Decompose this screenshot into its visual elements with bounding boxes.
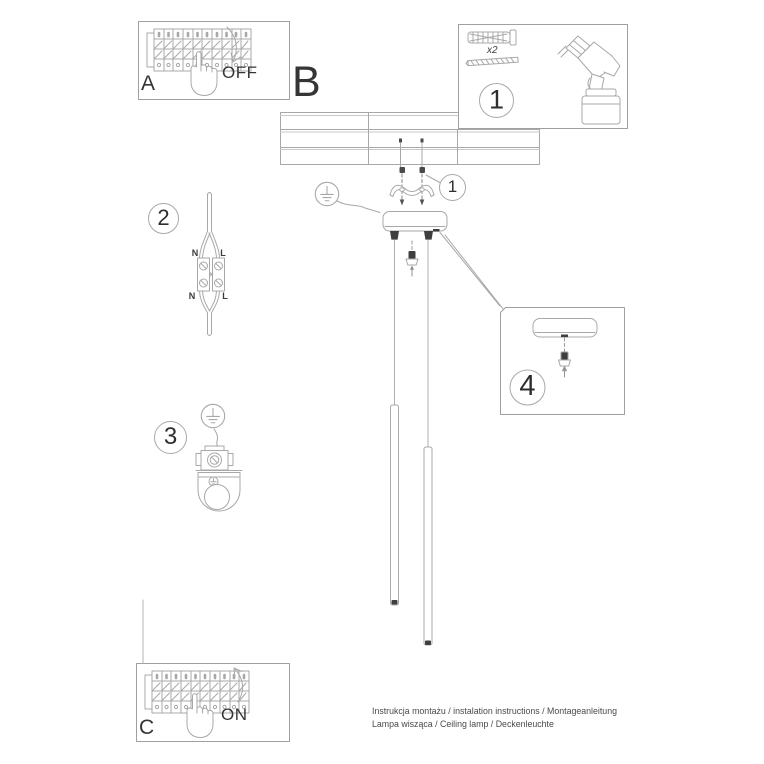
step4-circle [509, 369, 546, 406]
step3-number: 3 [163, 422, 178, 450]
arrow-up-icon [233, 667, 244, 703]
panel-a-action-off: OFF [222, 63, 258, 82]
panel-step1 [458, 24, 628, 129]
callout-circle [439, 174, 466, 201]
step1-quantity: x2 [487, 45, 498, 56]
wire-label-top-n: N [191, 248, 199, 258]
panel-c [136, 663, 290, 742]
tube-left-tip [391, 600, 398, 605]
step1-circle [479, 83, 514, 118]
tube-left [390, 404, 399, 606]
panel-c-label: C [139, 716, 155, 739]
canopy [382, 211, 448, 240]
cord-grip-left [390, 231, 399, 240]
step2-circle [148, 203, 179, 234]
wire-label-bottom-l: L [222, 291, 228, 301]
footer-line2: Lampa wisząca / Ceiling lamp / Deckenleu… [372, 719, 554, 730]
callout-step1 [425, 174, 466, 201]
pilot-hole-left [399, 138, 402, 143]
cable-grip-housing [195, 470, 243, 512]
screw [465, 56, 519, 67]
leader-lines-step4 [439, 232, 504, 310]
step4-number: 4 [519, 370, 536, 403]
cord-grip-right [424, 231, 433, 240]
drill [557, 35, 621, 125]
wire-label-top-l: L [220, 248, 226, 258]
step1-number: 1 [488, 84, 505, 115]
canopy-center-hole [433, 229, 440, 232]
footer-line1: Instrukcja montażu / instalation instruc… [372, 706, 617, 716]
step1-callout-number: 1 [447, 177, 458, 197]
tube-right [423, 446, 433, 646]
pendant-right [423, 239, 433, 646]
ground-symbol-canopy [314, 181, 381, 213]
mounting-screws [399, 167, 425, 206]
arrow-down-icon [226, 26, 241, 63]
footer-text: Instrukcja montażu / instalation instruc… [372, 705, 617, 731]
pendant-left [390, 239, 399, 606]
step3-circle [154, 421, 187, 454]
ground-connection [154, 403, 243, 512]
wiring-diagram [148, 192, 225, 336]
mounting-bracket [389, 184, 435, 197]
panel-a-label: A [141, 72, 156, 95]
step2-number: 2 [157, 204, 170, 230]
panel-c-action-on: ON [221, 705, 248, 724]
section-b-label: B [292, 58, 321, 106]
panel-a [138, 21, 290, 100]
locking-screw-canopy [405, 240, 419, 277]
wire-label-bottom-n: N [188, 291, 196, 301]
panel-step4 [500, 307, 625, 415]
tube-right-tip [425, 640, 431, 645]
canopy-detail [532, 318, 598, 338]
pilot-hole-right [420, 138, 424, 143]
wall-plug [467, 29, 517, 46]
